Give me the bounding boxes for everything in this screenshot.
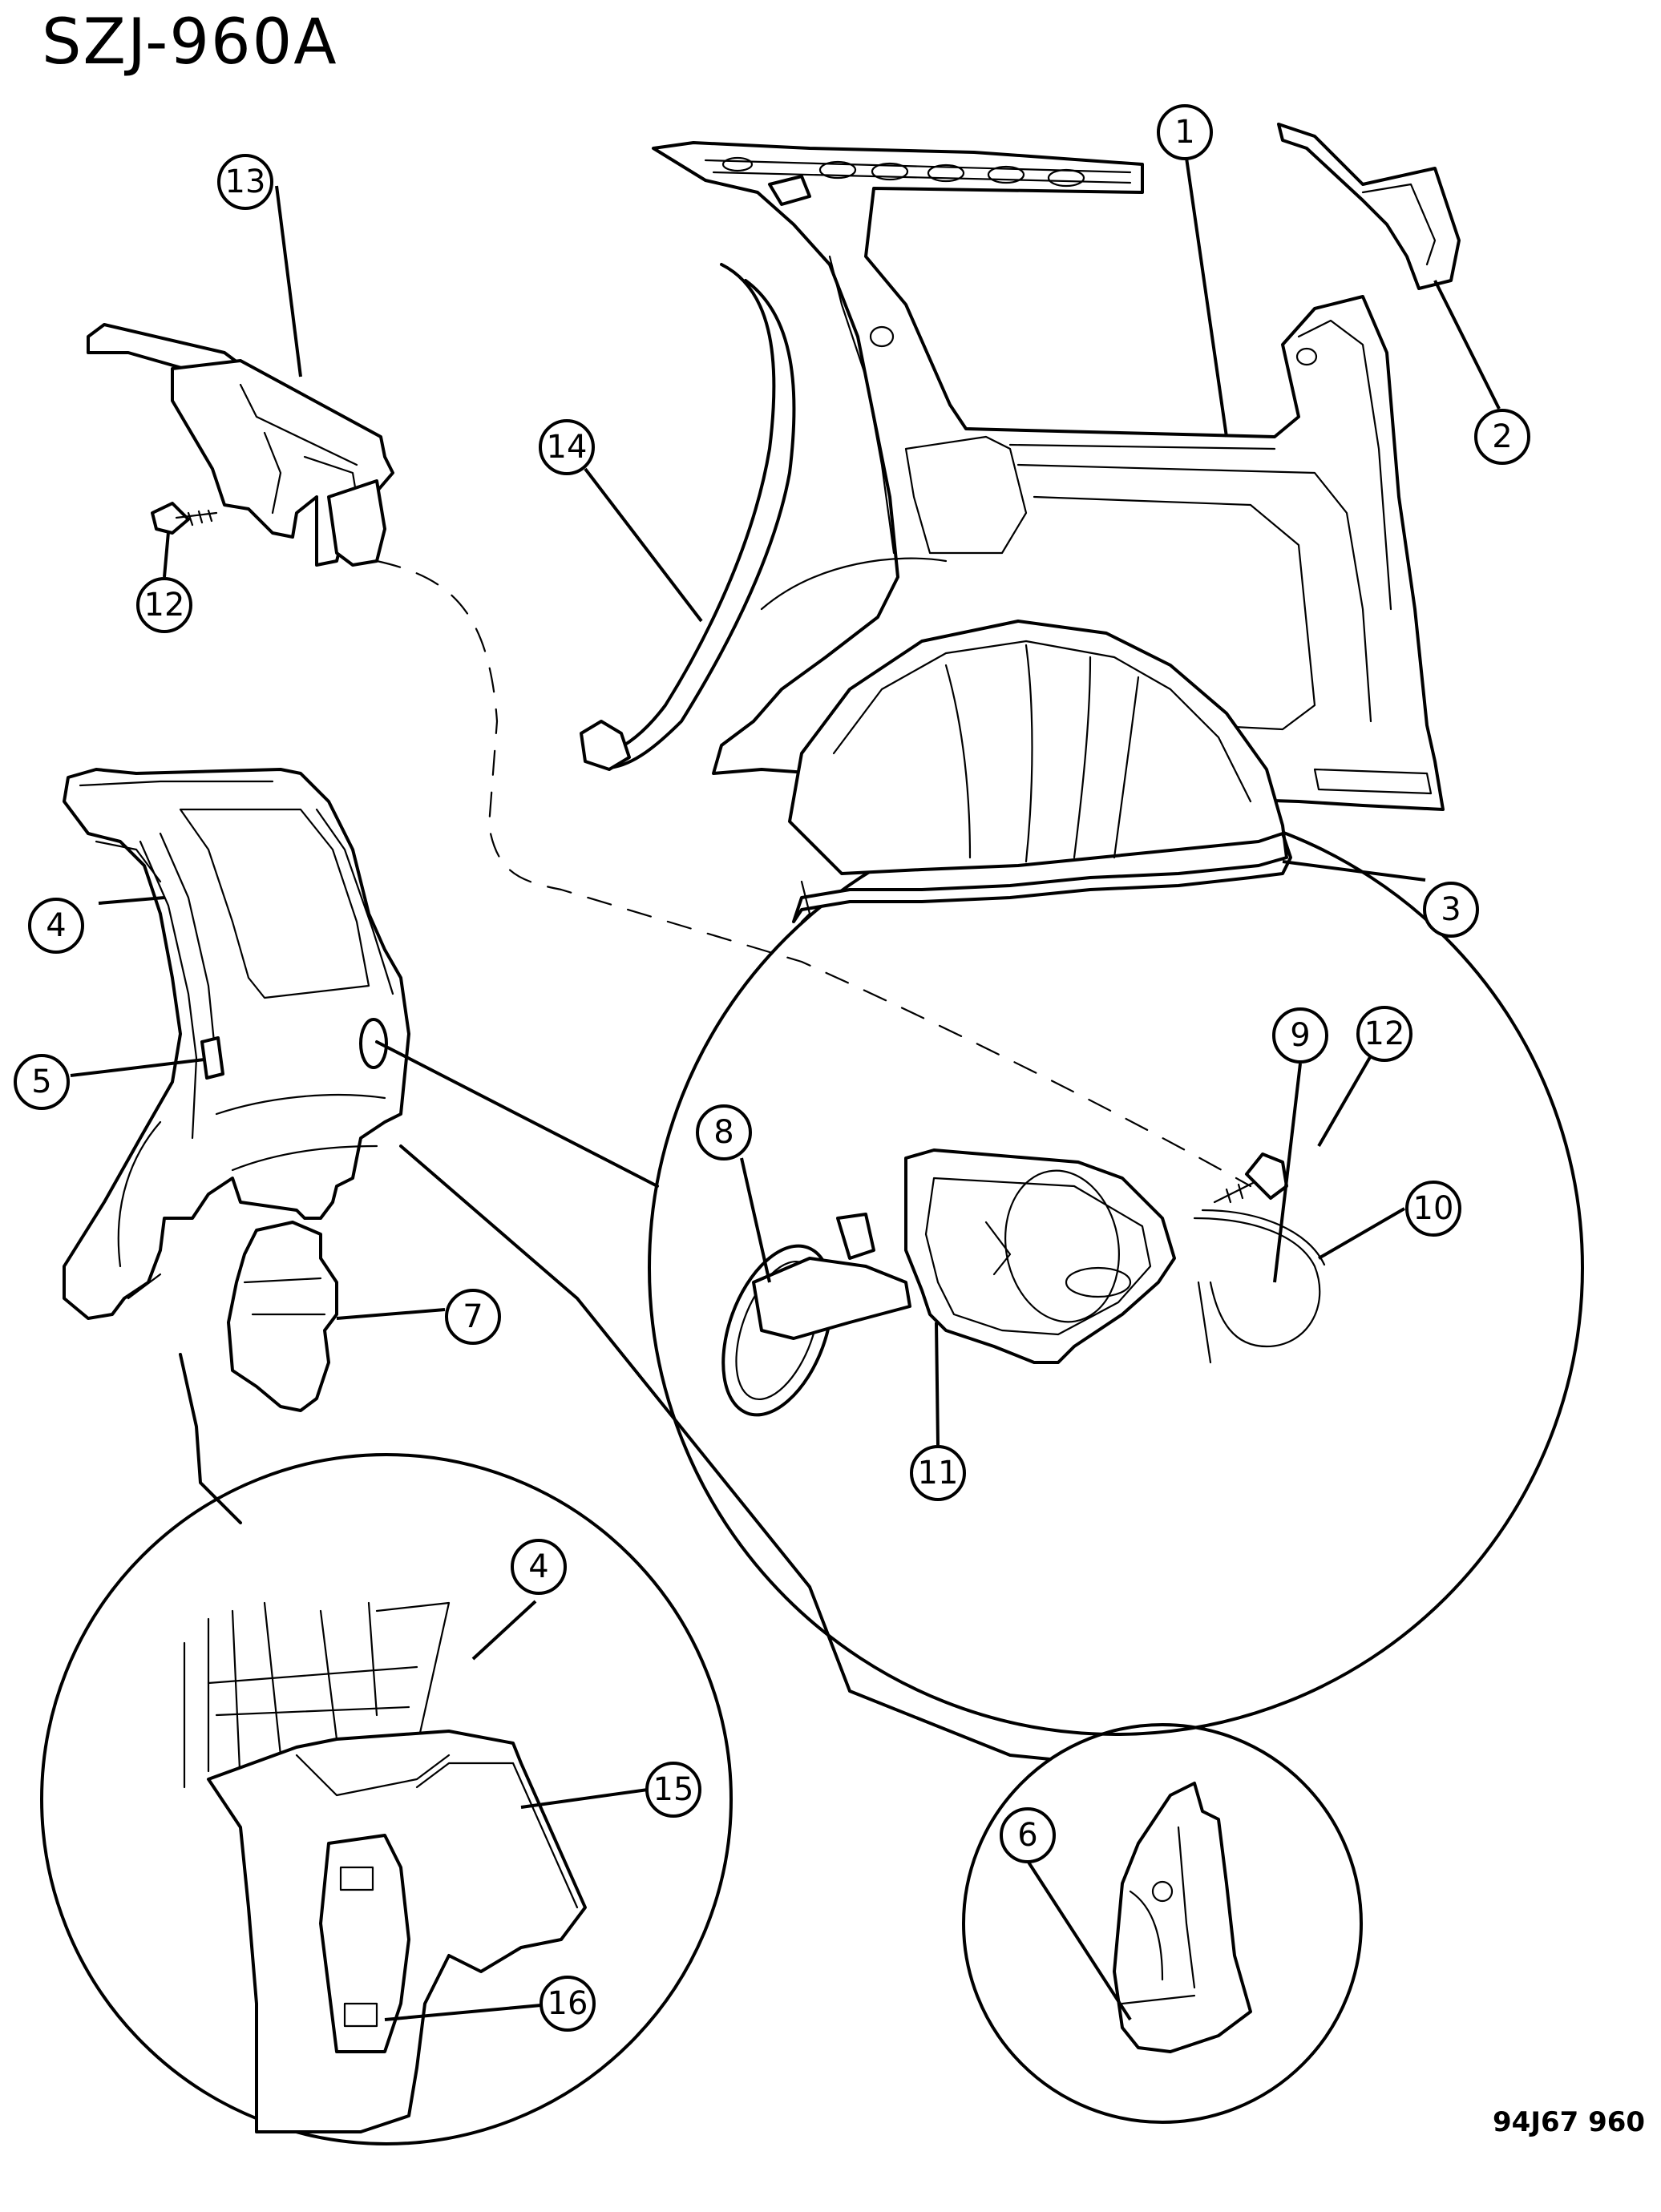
callout-number: 8 <box>713 1114 734 1151</box>
part-11-filler-housing <box>904 1148 1176 1364</box>
part-6-splash-shield <box>1113 1782 1252 2053</box>
part-8-fuel-filler-door <box>721 1213 911 1417</box>
figure-code: 94J67 960 <box>1493 2106 1646 2138</box>
part-7-panel <box>227 1221 338 1412</box>
callout-15: 15 <box>645 1762 701 1818</box>
diagram-title: SZJ-960A <box>42 6 338 79</box>
callout-1: 1 <box>1157 104 1213 160</box>
callout-number: 5 <box>31 1064 51 1100</box>
callout-3: 3 <box>1423 882 1479 938</box>
callout-number: 11 <box>918 1455 959 1491</box>
callout-8: 8 <box>696 1104 752 1160</box>
part-13-bracket <box>87 323 394 567</box>
callout-number: 7 <box>463 1298 483 1335</box>
callout-leaders <box>70 157 1501 2021</box>
callout-number: 6 <box>1017 1817 1037 1854</box>
lower-pillar-detail <box>183 1601 587 2133</box>
callout-7: 7 <box>445 1289 501 1345</box>
callout-number: 2 <box>1492 418 1512 455</box>
part-5-bracket <box>200 1036 224 1080</box>
callout-5: 5 <box>14 1054 70 1110</box>
callout-number: 12 <box>144 587 185 624</box>
callout-16: 16 <box>540 1976 596 2032</box>
part-3-wheelhouse <box>788 620 1292 923</box>
callout-number: 15 <box>653 1771 694 1808</box>
callout-number: 4 <box>528 1548 548 1585</box>
callout-number: 16 <box>548 1985 588 2022</box>
callout-6: 6 <box>1000 1807 1056 1863</box>
callout-4-detail: 4 <box>511 1539 567 1595</box>
callout-10: 10 <box>1405 1181 1461 1237</box>
part-10-release-cable <box>1193 1209 1326 1364</box>
part-12-screw-right <box>1213 1152 1288 1204</box>
callout-number: 13 <box>225 163 266 200</box>
callout-9: 9 <box>1272 1007 1328 1064</box>
callout-number: 3 <box>1441 891 1461 928</box>
callout-number: 10 <box>1413 1190 1454 1227</box>
callout-number: 12 <box>1364 1015 1405 1052</box>
callout-12-right: 12 <box>1356 1006 1412 1062</box>
part-14-weatherstrip <box>580 263 796 771</box>
part-1-inner-quarter-panel <box>652 141 1445 811</box>
part-4-quarter-panel <box>63 768 410 1320</box>
lower-pillar-detail-circle <box>40 1453 733 2145</box>
callout-number: 4 <box>46 907 66 944</box>
callout-number: 14 <box>547 429 588 466</box>
callout-number: 1 <box>1174 114 1194 151</box>
callout-11: 11 <box>910 1445 966 1501</box>
callout-4-upper: 4 <box>28 898 84 954</box>
part-12-screw-left <box>151 502 218 535</box>
callout-number: 9 <box>1290 1017 1310 1054</box>
connector-lines <box>179 559 1252 1761</box>
callout-2: 2 <box>1474 409 1530 465</box>
part-2-corner-piece <box>1277 123 1461 290</box>
splash-shield-detail-circle <box>962 1723 1363 2124</box>
callout-12-left: 12 <box>136 577 192 633</box>
callout-14: 14 <box>539 419 595 475</box>
callout-13: 13 <box>217 154 273 210</box>
